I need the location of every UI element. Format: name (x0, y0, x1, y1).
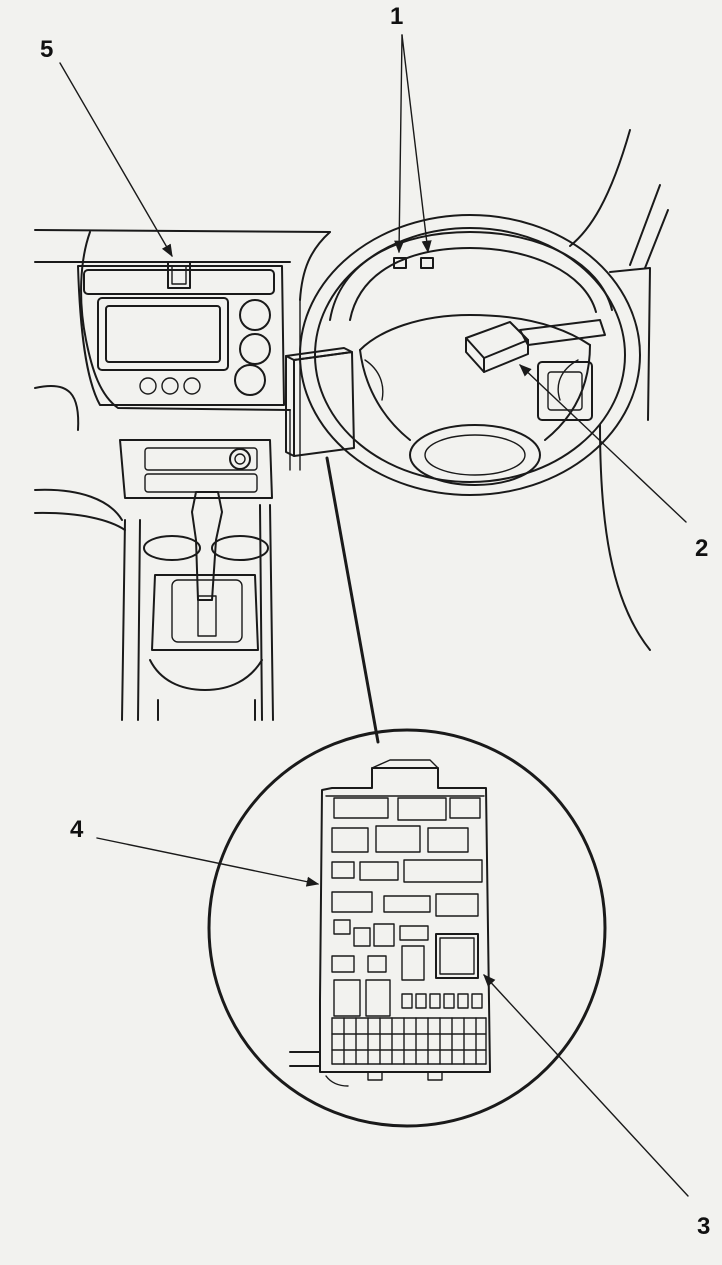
gear-shifter (191, 491, 223, 637)
mini-fuse-row-a (401, 993, 483, 1009)
magnifier-circle (207, 728, 607, 1128)
callout-label-3: 3 (697, 1213, 711, 1240)
callout-label-4: 4 (70, 816, 84, 843)
switch-1a-icon (393, 257, 407, 269)
right-panel (537, 129, 669, 651)
sensor-5-inner (171, 265, 187, 285)
callout-lines (59, 34, 689, 1197)
dashboard (34, 229, 331, 531)
center-stack (77, 265, 285, 406)
callout-label-1: 1 (390, 3, 404, 30)
fuse-box-small (285, 347, 355, 457)
fuse-grid (331, 1017, 487, 1065)
module-2-icon (465, 321, 529, 373)
switch-1b-icon (420, 257, 434, 269)
callout-label-5: 5 (40, 36, 54, 63)
sensor-5-icon (167, 261, 191, 289)
fuse-box-detail (289, 759, 491, 1087)
callout-label-2: 2 (695, 535, 709, 562)
